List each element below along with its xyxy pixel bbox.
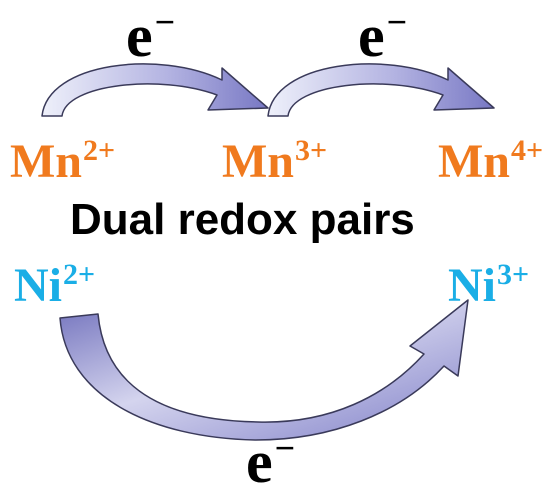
ion-ni2: Ni2+ xyxy=(14,258,96,312)
ion-ni3: Ni3+ xyxy=(448,258,530,312)
ion-mn2: Mn2+ xyxy=(10,134,116,188)
ion-mn4: Mn4+ xyxy=(438,134,544,188)
arrow-mn3-to-mn4 xyxy=(267,63,495,117)
electron-label-bottom: e− xyxy=(246,428,296,495)
electron-label-top-right: e− xyxy=(358,2,408,69)
arrow-ni2-to-ni3 xyxy=(59,299,469,441)
ion-mn3: Mn3+ xyxy=(222,134,328,188)
electron-label-top-left: e− xyxy=(126,2,176,69)
diagram-title: Dual redox pairs xyxy=(70,195,415,244)
arrow-mn2-to-mn3 xyxy=(41,63,269,117)
